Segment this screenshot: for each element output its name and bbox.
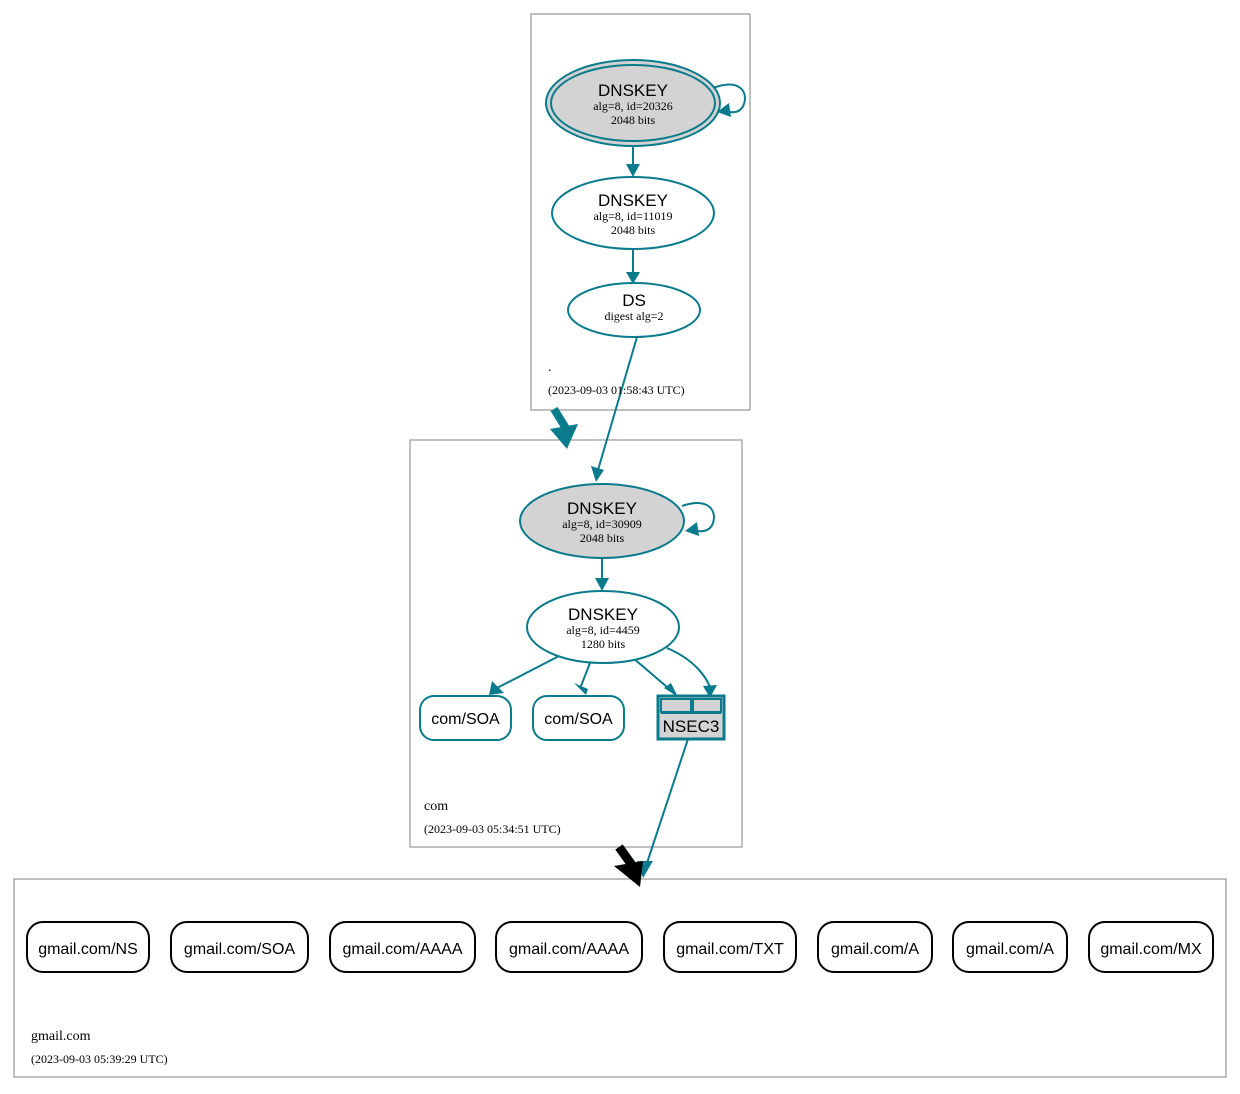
node-rrset-gmail-aaaa-2[interactable]: gmail.com/AAAA bbox=[495, 921, 643, 973]
rrset-label: gmail.com/NS bbox=[38, 941, 138, 958]
node-rrset-com-soa-1[interactable]: com/SOA bbox=[419, 695, 512, 741]
node-keysize: 2048 bits bbox=[611, 223, 656, 237]
node-rrset-gmail-a-1[interactable]: gmail.com/A bbox=[817, 921, 933, 973]
edge-com-ksk-to-zsk bbox=[595, 558, 609, 591]
edge-com-ksk-self-loop bbox=[681, 502, 715, 536]
edge-root-zsk-to-ds bbox=[626, 249, 640, 284]
node-keyinfo: alg=8, id=11019 bbox=[593, 209, 672, 223]
rrset-label: gmail.com/TXT bbox=[676, 941, 784, 958]
edge-com-nsec3-to-gmail bbox=[637, 738, 689, 878]
zone-box-gmail bbox=[13, 878, 1227, 1078]
nsec3-cell-left bbox=[660, 698, 692, 713]
edge-root-ds-to-com-dnskey bbox=[591, 336, 638, 482]
zone-label-gmail: gmail.com bbox=[31, 1029, 91, 1044]
nsec3-label: NSEC3 bbox=[663, 717, 720, 736]
zone-timestamp-gmail: (2023-09-03 05:39:29 UTC) bbox=[31, 1052, 168, 1066]
edge-root-ksk-to-zsk bbox=[626, 146, 640, 177]
zone-box-com bbox=[409, 439, 743, 848]
node-rrset-gmail-aaaa-1[interactable]: gmail.com/AAAA bbox=[329, 921, 476, 973]
rrset-label: gmail.com/A bbox=[966, 941, 1054, 958]
rrset-label: com/SOA bbox=[431, 711, 500, 728]
zone-label-com: com bbox=[424, 799, 448, 814]
node-ds-com[interactable]: DS digest alg=2 bbox=[567, 282, 701, 338]
node-title: DS bbox=[622, 291, 646, 310]
node-keyinfo: alg=8, id=20326 bbox=[593, 99, 673, 113]
node-nsec3-com[interactable]: NSEC3 bbox=[656, 694, 726, 741]
node-rrset-gmail-txt[interactable]: gmail.com/TXT bbox=[663, 921, 797, 973]
node-dnskey-com-ksk[interactable]: DNSKEY alg=8, id=30909 2048 bits bbox=[519, 483, 685, 559]
node-keysize: 1280 bits bbox=[581, 637, 626, 651]
node-rrset-gmail-ns[interactable]: gmail.com/NS bbox=[26, 921, 150, 973]
edge-root-to-com-delegation bbox=[550, 406, 578, 449]
zone-box-root bbox=[530, 13, 751, 411]
rrset-label: gmail.com/AAAA bbox=[509, 941, 629, 958]
zone-label-root: . bbox=[548, 360, 552, 375]
node-title: DNSKEY bbox=[567, 499, 637, 518]
rrset-label: gmail.com/A bbox=[831, 941, 919, 958]
zone-timestamp-com: (2023-09-03 05:34:51 UTC) bbox=[424, 822, 561, 836]
node-rrset-gmail-soa[interactable]: gmail.com/SOA bbox=[170, 921, 309, 973]
node-title: DNSKEY bbox=[598, 191, 668, 210]
edge-com-zsk-to-soa-2 bbox=[574, 662, 591, 695]
zone-timestamp-root: (2023-09-03 01:58:43 UTC) bbox=[548, 383, 685, 397]
rrset-label: gmail.com/AAAA bbox=[342, 941, 462, 958]
node-keyinfo: alg=8, id=30909 bbox=[562, 517, 642, 531]
node-title: DNSKEY bbox=[598, 81, 668, 100]
rrset-label: com/SOA bbox=[544, 711, 613, 728]
node-keyinfo: alg=8, id=4459 bbox=[566, 623, 640, 637]
node-rrset-gmail-mx[interactable]: gmail.com/MX bbox=[1088, 921, 1214, 973]
edge-root-ksk-self-loop bbox=[712, 83, 746, 117]
nsec3-cell-right bbox=[692, 698, 722, 713]
rrset-label: gmail.com/SOA bbox=[184, 941, 295, 958]
node-rrset-gmail-a-2[interactable]: gmail.com/A bbox=[952, 921, 1068, 973]
node-title: DNSKEY bbox=[568, 605, 638, 624]
rrset-label: gmail.com/MX bbox=[1100, 941, 1202, 958]
node-keysize: 2048 bits bbox=[611, 113, 656, 127]
edge-com-zsk-to-soa-1 bbox=[489, 655, 560, 695]
node-keysize: 2048 bits bbox=[580, 531, 625, 545]
edge-com-zsk-to-nsec3-right bbox=[666, 647, 717, 698]
node-dnskey-root-zsk[interactable]: DNSKEY alg=8, id=11019 2048 bits bbox=[551, 176, 715, 250]
node-dnskey-com-zsk[interactable]: DNSKEY alg=8, id=4459 1280 bits bbox=[526, 590, 680, 664]
edge-com-zsk-to-nsec3-left bbox=[633, 658, 678, 697]
edge-com-to-gmail-insecure-delegation bbox=[614, 844, 643, 887]
node-digest-alg: digest alg=2 bbox=[604, 309, 663, 323]
node-rrset-com-soa-2[interactable]: com/SOA bbox=[532, 695, 625, 741]
node-dnskey-root-ksk[interactable]: DNSKEY alg=8, id=20326 2048 bits bbox=[545, 59, 721, 147]
